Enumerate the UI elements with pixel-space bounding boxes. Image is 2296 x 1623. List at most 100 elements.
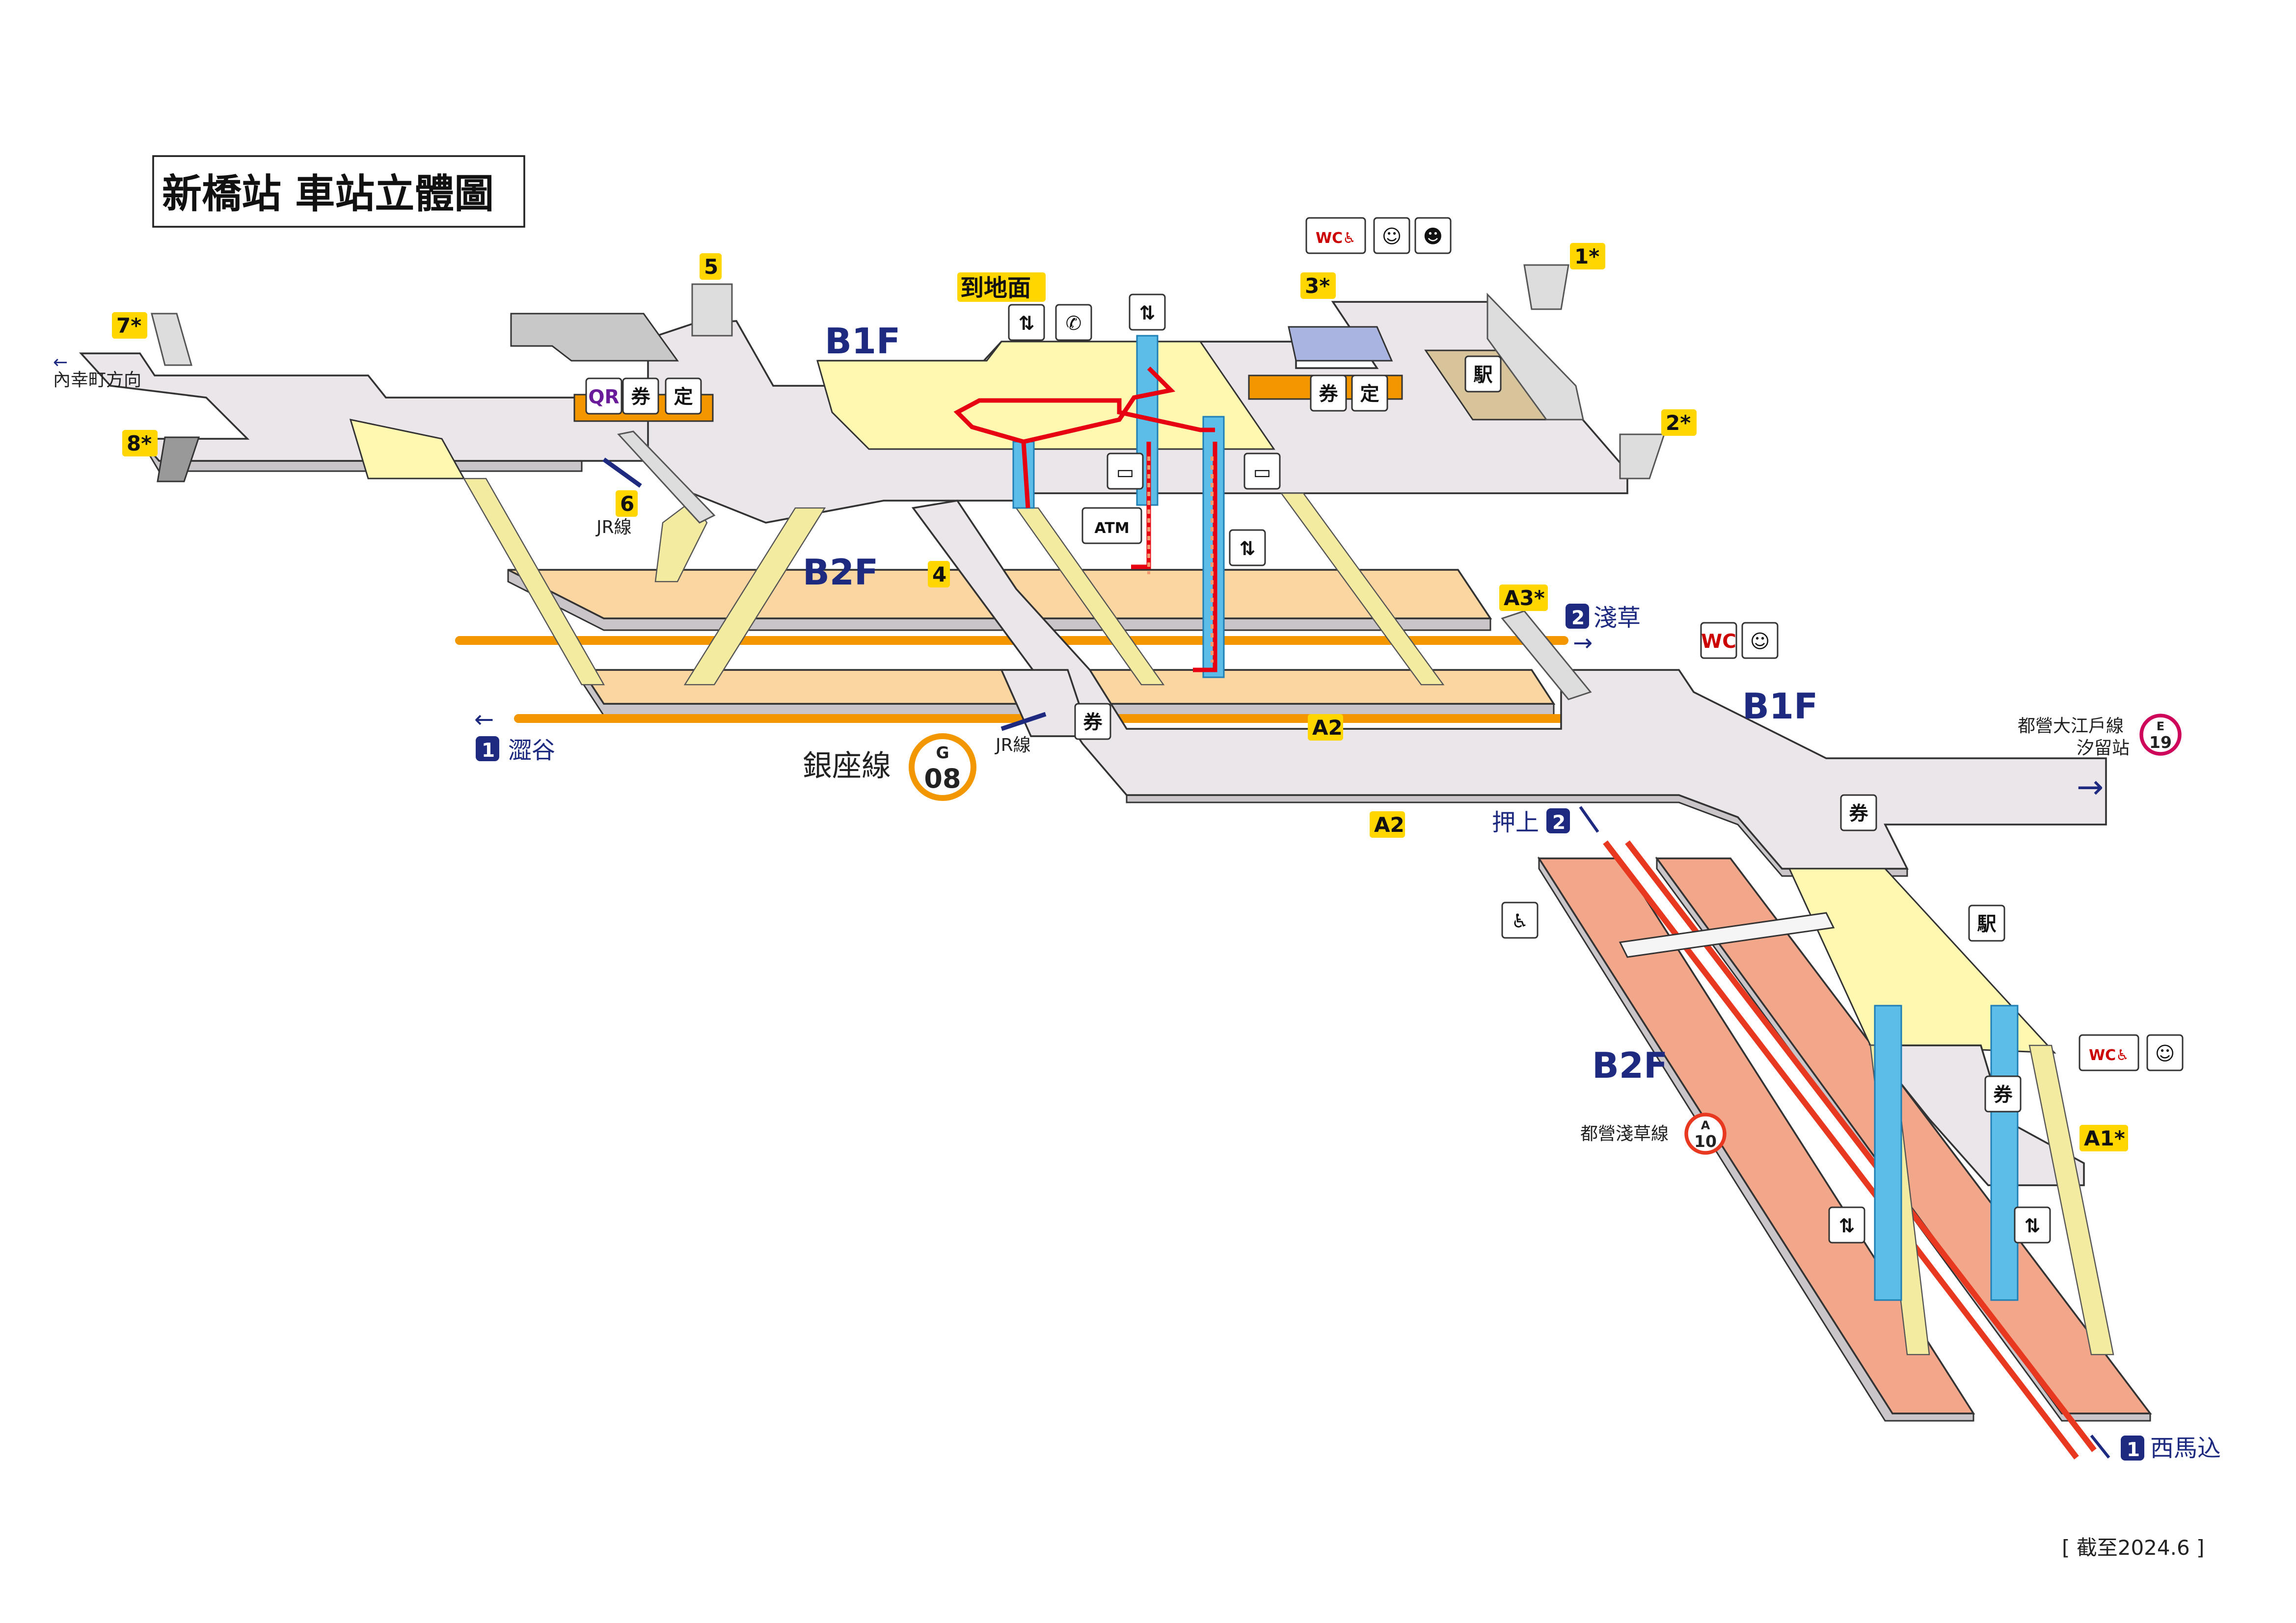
icon-frame xyxy=(1081,507,1142,544)
icon-frame xyxy=(1129,293,1166,331)
elevator-icon: ⇅ xyxy=(1008,304,1045,341)
ticket-machine-icon: 券 xyxy=(1840,794,1877,831)
ticket-machine-icon: 券 xyxy=(1984,1075,2022,1113)
escalator-b2f xyxy=(1619,912,1835,958)
icon-frame xyxy=(1968,905,2005,942)
icon-glyph: ⇅ xyxy=(2025,1215,2041,1237)
exit-label: 5 xyxy=(704,255,718,279)
exit-4-badge: 4 xyxy=(928,561,950,588)
elevator-icon: ⇅ xyxy=(1229,529,1266,566)
paid-area-asakusa xyxy=(1788,868,2056,1054)
baby-care-icon: ☺ xyxy=(2146,1034,2184,1071)
icon-glyph: WC xyxy=(1701,631,1736,653)
exit-label: A2 xyxy=(1374,813,1405,837)
station-office-icon: 駅 xyxy=(1968,905,2005,942)
phone-icon: ✆ xyxy=(1055,304,1092,341)
icon-frame xyxy=(1984,1075,2022,1113)
exit3-area xyxy=(1288,326,1393,362)
elevator-icon: ⇅ xyxy=(1828,1206,1865,1244)
icon-glyph: ⇅ xyxy=(1839,1215,1855,1237)
shibuya-number: 1 xyxy=(482,740,495,762)
arrow-shibuya-icon: ← xyxy=(474,706,494,733)
commuter-pass-icon: 定 xyxy=(1351,374,1388,412)
ticket-machine-icon: 券 xyxy=(1074,703,1111,740)
oedo-station-badge xyxy=(2139,714,2182,756)
ginza-station-badge xyxy=(909,733,976,801)
shiodome-label: 汐留站 xyxy=(2077,738,2130,758)
exit-label: A3* xyxy=(1504,586,1545,610)
icon-frame xyxy=(1840,794,1877,831)
exit-label: A1* xyxy=(2084,1126,2125,1150)
icon-glyph: 券 xyxy=(1083,712,1103,734)
icon-glyph: 駅 xyxy=(1977,913,1996,935)
locker-icon: ▭ xyxy=(1107,452,1144,490)
icon-frame xyxy=(1055,304,1092,341)
nursing-room-icon: ☻ xyxy=(1414,217,1452,254)
icon-glyph: ♿ xyxy=(1512,910,1529,932)
arrow-oedo-icon: → xyxy=(2077,768,2104,806)
icon-glyph: ⇅ xyxy=(1139,302,1156,324)
elevator-icon: ⇅ xyxy=(1129,293,1166,331)
to-ground-label: 到地面 xyxy=(960,274,1031,302)
exit-3-badge: 3* xyxy=(1300,272,1336,299)
icon-glyph: WC♿ xyxy=(2089,1047,2129,1064)
icon-glyph: 駅 xyxy=(1473,364,1492,386)
baby-care-icon: ☺ xyxy=(1741,622,1779,659)
east-concourse xyxy=(911,500,2107,870)
icon-frame xyxy=(1074,703,1111,740)
exit-7-badge: 7* xyxy=(112,312,147,339)
icon-frame xyxy=(2146,1034,2184,1071)
direction-uchisaiwaicho: 內幸町方向 xyxy=(53,370,141,390)
direction-asakusa: 淺草 xyxy=(1594,604,1641,632)
icon-frame xyxy=(1741,622,1779,659)
exit-1-badge: 1* xyxy=(1570,243,1605,270)
exit-badge-bg xyxy=(1370,811,1405,838)
exit-badge-bg xyxy=(616,490,638,517)
icon-glyph: WC♿ xyxy=(1316,230,1356,247)
oshiage-number: 2 xyxy=(1552,812,1566,834)
exit-6-badge: 6 xyxy=(616,490,638,517)
station-office-icon: 駅 xyxy=(1464,355,1502,393)
icon-frame xyxy=(1501,902,1539,939)
exit-A3-badge: A3* xyxy=(1499,585,1548,612)
exit-badge-bg xyxy=(122,430,158,457)
icon-glyph: ☻ xyxy=(1423,226,1443,248)
exit-badge-bg xyxy=(1499,585,1548,612)
icon-frame xyxy=(1229,529,1266,566)
icon-frame xyxy=(1243,452,1281,490)
building-block xyxy=(510,313,679,362)
exit-badge-bg xyxy=(700,253,722,280)
direction-nishimagome: 西馬込 xyxy=(2150,1435,2221,1462)
ginza-line-name: 銀座線 xyxy=(803,749,891,783)
icon-frame xyxy=(1305,217,1366,254)
exit-label: A2 xyxy=(1312,716,1343,740)
icon-glyph: ⇅ xyxy=(1019,313,1035,335)
direction-oshiage: 押上 xyxy=(1492,809,1539,836)
page-title: 新橋站 車站立體圖 xyxy=(162,171,494,217)
oedo-line-label: 都營大江戶線 xyxy=(2018,716,2124,736)
exit-label: 8* xyxy=(127,431,152,455)
icon-frame xyxy=(2079,1034,2139,1071)
icon-frame xyxy=(1107,452,1144,490)
icon-frame xyxy=(622,377,659,415)
exit-badge-bg xyxy=(1300,272,1336,299)
icon-frame xyxy=(1464,355,1502,393)
asakusa-letter: A xyxy=(1701,1118,1710,1132)
icon-glyph: ▭ xyxy=(1116,461,1134,483)
icon-glyph: ☺ xyxy=(1382,226,1402,248)
as-of-date: [ 截至2024.6 ] xyxy=(2062,1536,2204,1560)
arrow-asakusa-icon: → xyxy=(1573,629,1593,657)
icon-frame xyxy=(1351,374,1388,412)
baby-care-icon: ☺ xyxy=(1373,217,1410,254)
icon-glyph: QR xyxy=(588,386,619,408)
asakusa-platform-1 xyxy=(1537,857,1975,1414)
exit-A2-badge: A2 xyxy=(1308,714,1343,741)
nishimagome-number: 1 xyxy=(2127,1439,2140,1461)
arrow-jr-ginza-icon xyxy=(1000,712,1047,731)
icon-glyph: ⇅ xyxy=(1240,538,1256,560)
icon-glyph: 券 xyxy=(1319,383,1338,405)
exit-label: 4 xyxy=(932,562,946,586)
